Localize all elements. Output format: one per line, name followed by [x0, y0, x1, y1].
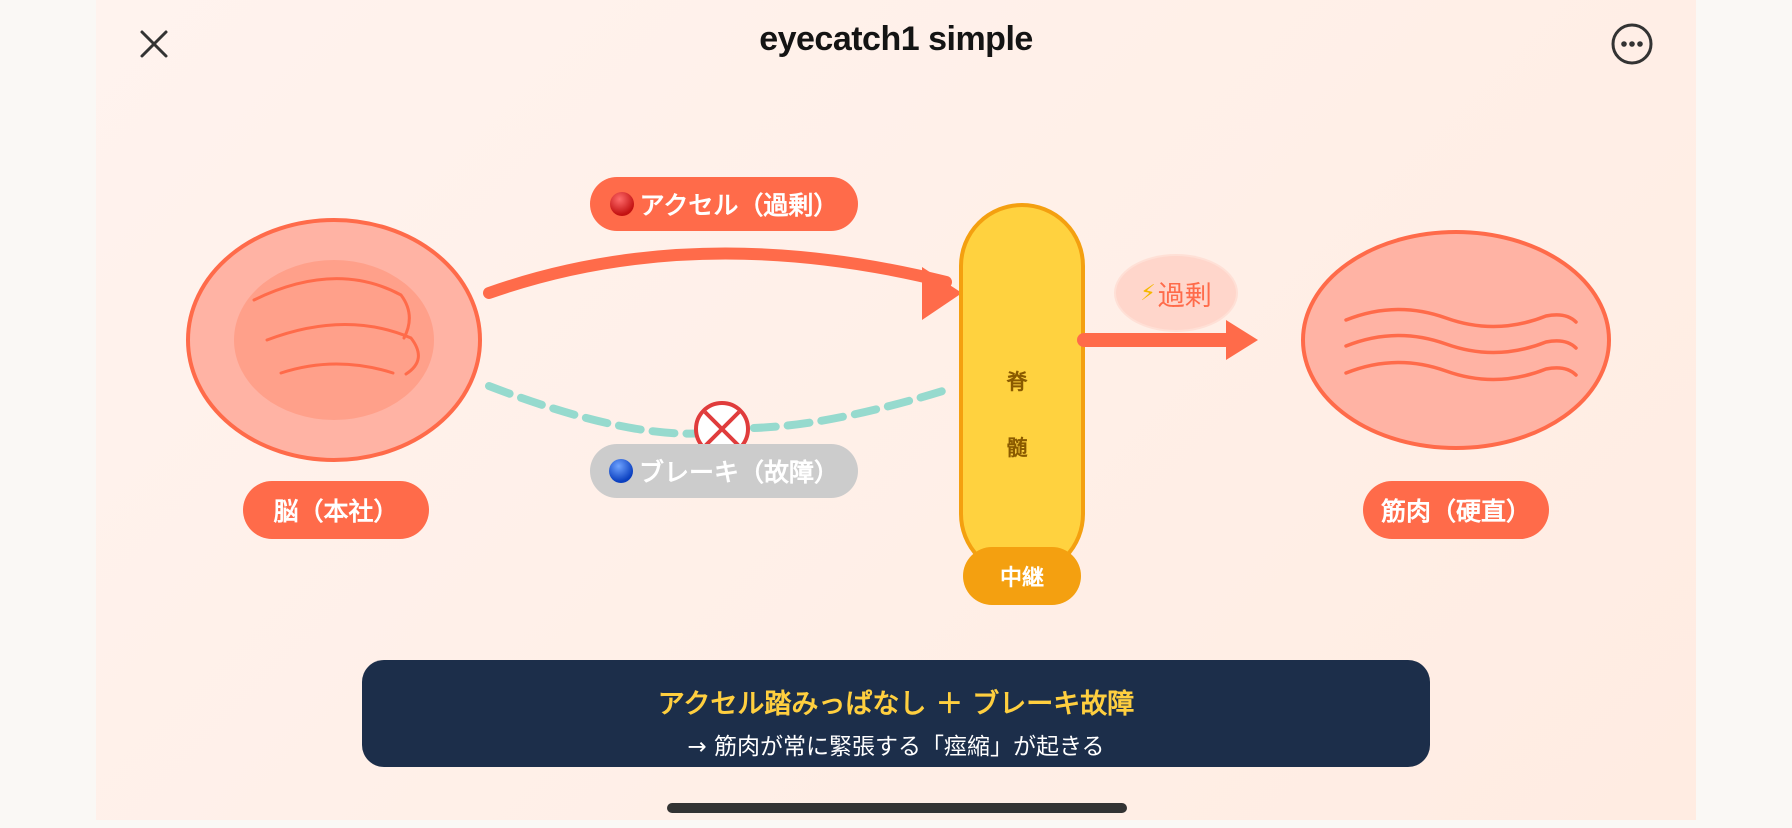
home-indicator[interactable] — [667, 803, 1127, 813]
page-title: eyecatch1 simple — [759, 20, 1033, 58]
diagram-graphics — [186, 203, 1611, 577]
relay-badge: 中継 — [963, 547, 1081, 605]
excess-badge: ⚡ 過剰 — [1116, 256, 1236, 330]
muscle-label: 筋肉（硬直） — [1363, 481, 1549, 539]
brain-label: 脳（本社） — [243, 481, 429, 539]
accel-label-text: アクセル（過剰） — [639, 191, 839, 220]
more-options-button[interactable] — [1610, 22, 1654, 66]
summary-headline: アクセル踏みっぱなし ＋ ブレーキ故障 — [657, 689, 1135, 720]
close-button[interactable] — [134, 24, 174, 64]
muscle-illustration — [1301, 230, 1611, 450]
brake-label-text: ブレーキ（故障） — [638, 458, 839, 487]
brain-illustration — [186, 218, 482, 462]
accel-label: アクセル（過剰） — [590, 177, 858, 231]
diagram-canvas: eyecatch1 simple — [96, 0, 1696, 820]
brake-label: ブレーキ（故障） — [590, 444, 858, 498]
excess-text: 過剰 — [1157, 280, 1212, 312]
summary-detail: → 筋肉が常に緊張する「痙縮」が起きる — [687, 734, 1105, 760]
red-circle-icon — [609, 192, 634, 216]
close-icon — [140, 30, 168, 58]
output-arrow — [1077, 320, 1258, 360]
spinal-cord-label: 脊 髄 — [962, 366, 1072, 466]
blue-circle-icon — [608, 459, 633, 483]
spine-char-1: 脊 — [1006, 370, 1028, 394]
lightning-bolt-icon: ⚡ — [1140, 280, 1156, 306]
more-options-icon — [1611, 23, 1653, 65]
summary-banner: アクセル踏みっぱなし ＋ ブレーキ故障 → 筋肉が常に緊張する「痙縮」が起きる — [362, 660, 1430, 767]
spine-char-2: 髄 — [1006, 436, 1028, 460]
accel-arrow — [483, 247, 962, 320]
